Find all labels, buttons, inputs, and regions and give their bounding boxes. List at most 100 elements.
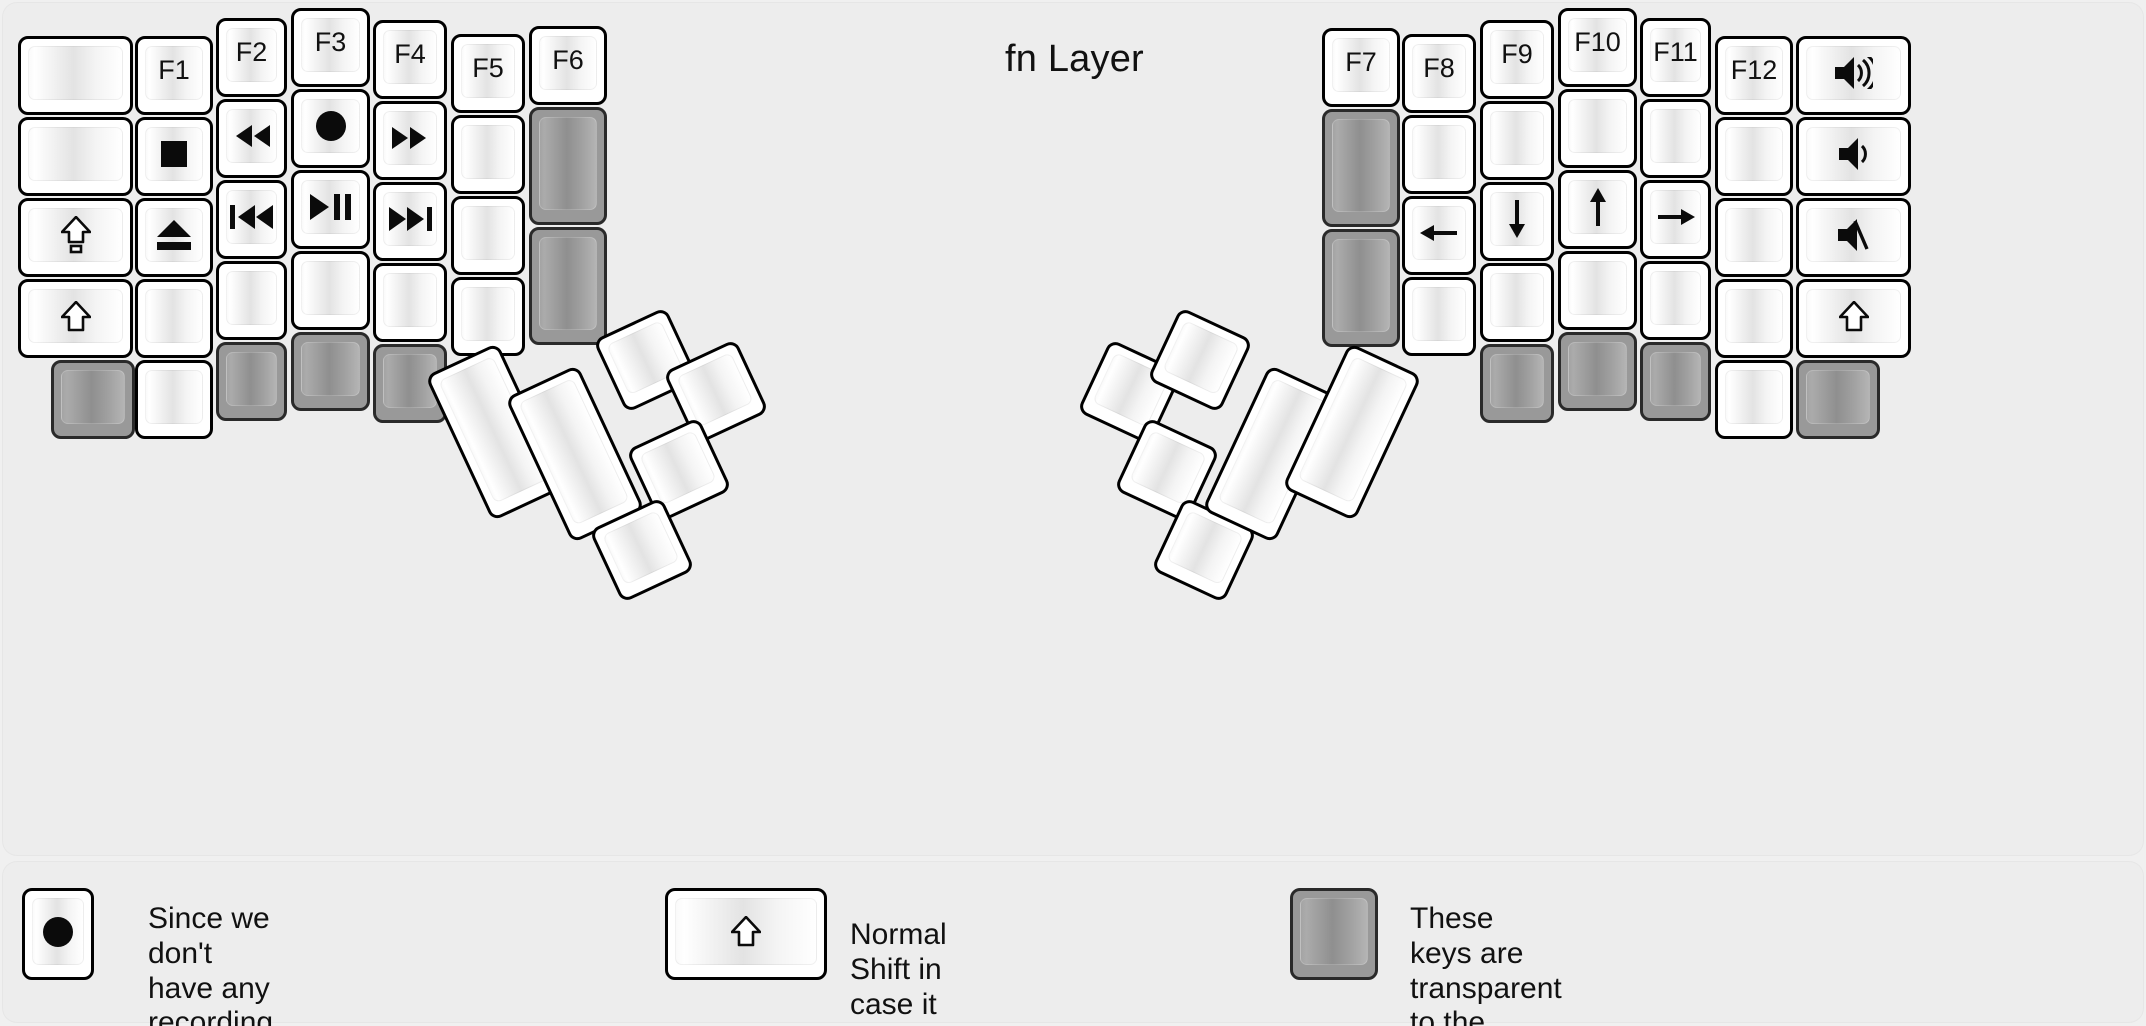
keycap-face	[1412, 287, 1466, 341]
keycap-face	[1650, 352, 1701, 406]
key-left-middle-4[interactable]	[291, 332, 370, 411]
key-right-index-inner-2[interactable]	[1402, 196, 1476, 275]
keycap-face	[226, 352, 277, 406]
key-right-pinky-outer-3[interactable]	[1796, 279, 1911, 358]
key-right-pinky-2[interactable]	[1715, 198, 1793, 277]
key-right-pinky-outer-4[interactable]	[1796, 360, 1880, 439]
media-play-pause-icon	[310, 194, 351, 220]
key-right-middle-1[interactable]	[1558, 89, 1637, 168]
key-right-ring-2[interactable]	[1640, 180, 1711, 259]
key-left-middle-3[interactable]	[291, 251, 370, 330]
key-left-middle-0[interactable]: F3	[291, 8, 370, 87]
keycap-face: F10	[1568, 18, 1627, 72]
keycap-face	[461, 206, 515, 260]
key-left-pinky-0[interactable]: F1	[135, 36, 213, 115]
legend-sample-key-1	[665, 888, 827, 980]
key-right-pinky-outer-0[interactable]	[1796, 36, 1911, 115]
key-right-index-2[interactable]	[1480, 182, 1554, 261]
key-right-index-inner-0[interactable]: F8	[1402, 34, 1476, 113]
key-left-inner-0[interactable]: F6	[529, 26, 607, 105]
key-left-inner-1[interactable]	[529, 107, 607, 225]
keycap-face: F12	[1725, 46, 1783, 100]
key-right-index-4[interactable]	[1480, 344, 1554, 423]
keycap-face	[1725, 208, 1783, 262]
key-right-middle-0[interactable]: F10	[1558, 8, 1637, 87]
key-left-inner-2[interactable]	[529, 227, 607, 345]
key-left-pinky-2[interactable]	[135, 198, 213, 277]
key-right-inner-2[interactable]	[1322, 229, 1400, 347]
key-right-index-3[interactable]	[1480, 263, 1554, 342]
key-left-pinky-outer-0[interactable]	[18, 36, 133, 115]
key-left-pinky-4[interactable]	[135, 360, 213, 439]
keycap-face	[28, 127, 123, 181]
keycap-face	[1300, 898, 1368, 965]
keycap-face: F9	[1490, 30, 1544, 84]
key-left-index-3[interactable]	[373, 263, 447, 342]
key-left-pinky-outer-3[interactable]	[18, 279, 133, 358]
key-left-ring-3[interactable]	[216, 261, 287, 340]
key-right-middle-4[interactable]	[1558, 332, 1637, 411]
key-right-ring-4[interactable]	[1640, 342, 1711, 421]
key-right-index-inner-1[interactable]	[1402, 115, 1476, 194]
volume-down-icon	[1838, 138, 1869, 170]
media-eject-icon	[157, 220, 191, 250]
key-right-inner-0[interactable]: F7	[1322, 28, 1400, 107]
legend-description-0: Since we don't have any recording key, t…	[148, 902, 274, 1026]
keycap-face	[539, 117, 597, 210]
key-right-ring-0[interactable]: F11	[1640, 18, 1711, 97]
shift-icon	[60, 300, 91, 332]
key-label: F4	[394, 39, 426, 69]
key-left-pinky-outer-4[interactable]	[51, 360, 135, 439]
key-right-pinky-3[interactable]	[1715, 279, 1793, 358]
key-left-index-0[interactable]: F4	[373, 20, 447, 99]
keycap-face	[301, 342, 360, 396]
arrow-left-icon	[1420, 220, 1458, 246]
key-left-ring-2[interactable]	[216, 180, 287, 259]
key-left-pinky-outer-1[interactable]	[18, 117, 133, 196]
key-right-middle-2[interactable]	[1558, 170, 1637, 249]
key-right-ring-3[interactable]	[1640, 261, 1711, 340]
key-left-index-4[interactable]	[373, 344, 447, 423]
keycap-face	[1490, 111, 1544, 165]
key-left-index-inner-3[interactable]	[451, 277, 525, 356]
key-right-ring-1[interactable]	[1640, 99, 1711, 178]
key-right-pinky-outer-2[interactable]	[1796, 198, 1911, 277]
media-fast-forward-icon	[390, 127, 430, 149]
key-left-index-2[interactable]	[373, 182, 447, 261]
key-left-index-1[interactable]	[373, 101, 447, 180]
key-right-pinky-outer-1[interactable]	[1796, 117, 1911, 196]
key-left-index-inner-0[interactable]: F5	[451, 34, 525, 113]
key-right-pinky-4[interactable]	[1715, 360, 1793, 439]
keycap-face	[1806, 370, 1870, 424]
keycap-face	[1568, 99, 1627, 153]
keycap-face	[1129, 430, 1207, 506]
key-left-middle-1[interactable]	[291, 89, 370, 168]
keycap-face	[1490, 354, 1544, 408]
key-left-ring-4[interactable]	[216, 342, 287, 421]
keycap-face	[1725, 289, 1783, 343]
key-right-index-inner-3[interactable]	[1402, 277, 1476, 356]
media-prev-track-icon	[229, 205, 274, 229]
key-left-pinky-3[interactable]	[135, 279, 213, 358]
keycap-face: F6	[539, 36, 597, 90]
key-right-index-1[interactable]	[1480, 101, 1554, 180]
legend-sample-key-0	[22, 888, 94, 980]
key-left-index-inner-1[interactable]	[451, 115, 525, 194]
keycap-face	[1725, 370, 1783, 424]
key-right-middle-3[interactable]	[1558, 251, 1637, 330]
key-right-inner-1[interactable]	[1322, 109, 1400, 227]
key-right-index-0[interactable]: F9	[1480, 20, 1554, 99]
key-right-pinky-1[interactable]	[1715, 117, 1793, 196]
key-left-middle-2[interactable]	[291, 170, 370, 249]
volume-mute-icon	[1837, 219, 1870, 251]
arrow-right-icon	[1657, 204, 1695, 230]
keycap-face	[461, 287, 515, 341]
key-right-pinky-0[interactable]: F12	[1715, 36, 1793, 115]
key-left-pinky-outer-2[interactable]	[18, 198, 133, 277]
key-left-ring-1[interactable]	[216, 99, 287, 178]
key-left-pinky-1[interactable]	[135, 117, 213, 196]
keycap-face	[226, 109, 277, 163]
key-label: F6	[552, 45, 584, 75]
key-left-ring-0[interactable]: F2	[216, 18, 287, 97]
key-left-index-inner-2[interactable]	[451, 196, 525, 275]
